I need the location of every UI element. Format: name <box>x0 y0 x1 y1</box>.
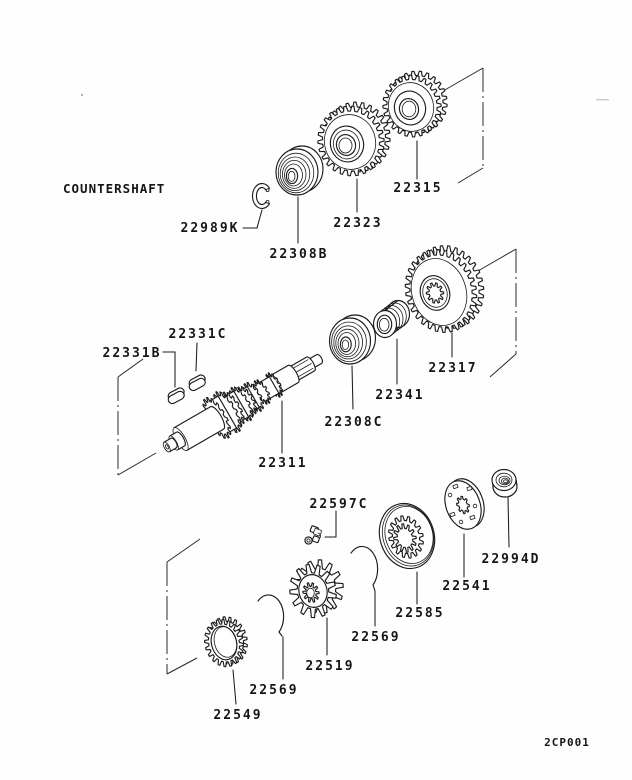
bearing-22308C <box>328 314 377 365</box>
part-label-22315: 22315 <box>393 181 442 196</box>
part-label-22519: 22519 <box>305 659 354 674</box>
part-label-22341: 22341 <box>375 388 424 403</box>
part-label-22569-right: 22569 <box>351 630 400 645</box>
gear-22323 <box>317 101 391 177</box>
part-label-22308B: 22308B <box>270 247 329 262</box>
part-label-22585: 22585 <box>395 606 444 621</box>
part-label-22323: 22323 <box>333 216 382 231</box>
nut-22994D <box>491 468 518 498</box>
print-speck <box>596 99 609 101</box>
bearing-22308B <box>275 145 324 196</box>
axis-bracket-top-right <box>442 67 484 184</box>
part-label-22549: 22549 <box>213 708 262 723</box>
part-label-22989K: 22989K <box>181 221 240 236</box>
axis-bracket-mid-left <box>117 358 157 476</box>
part-label-22308C: 22308C <box>325 415 384 430</box>
print-speck <box>80 93 84 97</box>
gear-22317 <box>404 245 485 333</box>
part-label-22331C: 22331C <box>169 327 228 342</box>
snap-ring-22989K <box>251 182 271 210</box>
key-22331C <box>188 374 206 392</box>
part-label-22994D: 22994D <box>482 552 541 567</box>
clip-22597C <box>304 525 322 545</box>
axis-bracket-mid-right <box>477 248 517 378</box>
part-label-22569-left: 22569 <box>249 683 298 698</box>
key-22331B <box>167 387 185 405</box>
leader-lines <box>162 140 510 705</box>
hub-22585 <box>378 502 436 570</box>
part-label-22541: 22541 <box>442 579 491 594</box>
axis-bracket-bottom-left <box>166 538 201 675</box>
part-label-22597C: 22597C <box>310 497 369 512</box>
drawing-code: 2CP001 <box>544 736 590 749</box>
part-label-22317: 22317 <box>428 361 477 376</box>
countershaft-22311 <box>162 353 324 453</box>
gear-22315 <box>382 70 448 138</box>
diagram-title: COUNTERSHAFT <box>63 181 165 196</box>
snap-ring-22569-right <box>350 545 379 592</box>
bushing-22341 <box>372 299 411 339</box>
gear-22549 <box>204 616 248 668</box>
snap-ring-22569-left <box>257 594 285 637</box>
plate-22541 <box>444 478 485 530</box>
gear-22519 <box>289 559 344 619</box>
part-label-22331B: 22331B <box>103 346 162 361</box>
part-label-22311: 22311 <box>258 456 307 471</box>
